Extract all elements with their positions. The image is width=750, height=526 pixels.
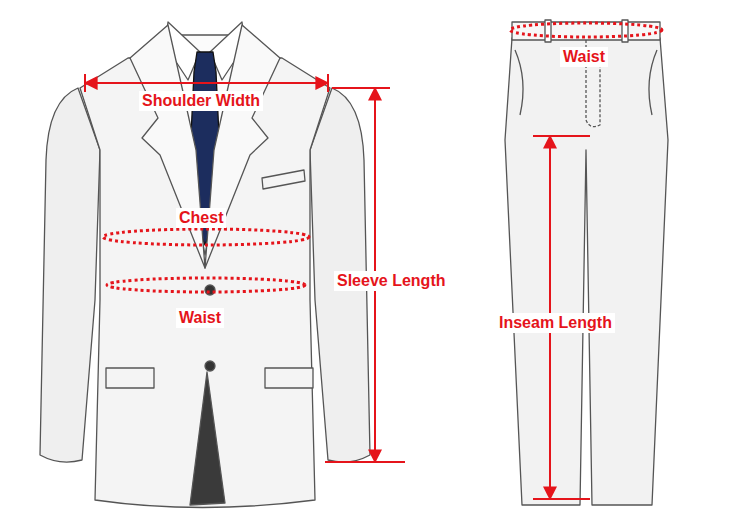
tick <box>533 135 590 137</box>
dimension-label: Waist <box>560 47 608 67</box>
chest-ring <box>103 229 309 245</box>
dimension-label: Shoulder Width <box>139 91 263 111</box>
shoulder-arrow <box>85 82 328 84</box>
jacket-opening <box>190 372 225 505</box>
jacket <box>40 22 370 508</box>
button <box>205 285 215 295</box>
tick <box>533 498 590 500</box>
trouser-legs <box>505 38 668 505</box>
dimension-label: Waist <box>176 308 224 328</box>
pocket-line <box>515 50 523 115</box>
tick <box>325 461 405 463</box>
tick <box>332 87 390 89</box>
pocket-flap <box>265 368 313 388</box>
pocket-line <box>649 50 657 115</box>
trouser-waist-ring <box>510 23 662 37</box>
tick <box>327 74 329 92</box>
dimension-label: Sleeve Length <box>334 271 448 291</box>
measure-lines <box>85 23 662 499</box>
dimension-label: Inseam Length <box>496 313 615 333</box>
dimension-label: Chest <box>176 208 226 228</box>
tick <box>84 74 86 92</box>
left-sleeve <box>40 88 100 462</box>
trousers <box>505 20 668 505</box>
breast-pocket <box>262 170 305 189</box>
waist-ring <box>107 278 305 292</box>
button <box>205 361 215 371</box>
pocket-flap <box>106 368 154 388</box>
